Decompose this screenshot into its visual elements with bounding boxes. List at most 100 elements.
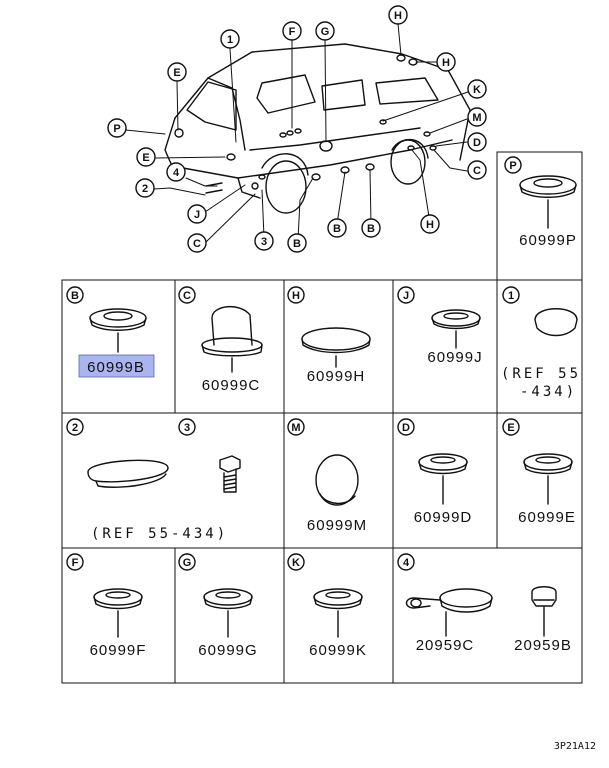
callout-g-circle xyxy=(315,21,335,41)
callout-k-label: K xyxy=(473,84,481,96)
callout-c-right-label: C xyxy=(473,165,481,177)
callout-j-circle xyxy=(187,204,207,224)
callout-m-circle xyxy=(467,107,487,127)
cell-h-marker xyxy=(287,286,305,304)
ref-note-2: (REF 55-434) xyxy=(91,526,228,542)
callout-g-label: G xyxy=(321,26,330,38)
cell-2-marker xyxy=(66,418,84,436)
part-number-20959b[interactable]: 20959B xyxy=(514,637,572,654)
callout-d-circle xyxy=(467,132,487,152)
callout-h-top2-circle xyxy=(436,52,456,72)
callout-m-label: M xyxy=(472,112,481,124)
callout-f-circle xyxy=(282,21,302,41)
grommet-60999j-drawing xyxy=(431,309,481,349)
cell-d-marker xyxy=(397,418,415,436)
callout-e-mid-label: E xyxy=(142,152,149,164)
callout-f-label: F xyxy=(289,26,296,38)
callout-d-label: D xyxy=(473,137,481,149)
cell-m-marker-label: M xyxy=(291,422,300,434)
cell-j-marker xyxy=(397,286,415,304)
plug-2-drawing xyxy=(87,459,169,488)
callout-e-top-circle xyxy=(167,62,187,82)
part-number-60999m[interactable]: 60999M xyxy=(307,517,367,534)
callout-3-circle xyxy=(254,231,274,251)
part-number-60999p[interactable]: 60999P xyxy=(519,232,577,249)
cell-g-marker-label: G xyxy=(183,557,192,569)
cell-3-marker-label: 3 xyxy=(184,422,190,434)
ref-note-1-line1: (REF 55 xyxy=(501,366,581,382)
part-number-60999k[interactable]: 60999K xyxy=(309,642,367,659)
plug-60999h-drawing xyxy=(301,327,371,368)
plug-60999m-drawing xyxy=(315,454,359,506)
part-number-60999j[interactable]: 60999J xyxy=(427,349,482,366)
cap-60999c-drawing xyxy=(201,306,263,373)
cell-1-marker-label: 1 xyxy=(508,290,514,302)
cell-h-marker-label: H xyxy=(292,290,300,302)
cell-c-marker xyxy=(178,286,196,304)
part-number-60999f[interactable]: 60999F xyxy=(90,642,147,659)
cell-f-marker-label: F xyxy=(72,557,79,569)
callout-h-top2-label: H xyxy=(442,57,450,69)
bolt-3-drawing xyxy=(219,455,241,493)
cell-m-marker xyxy=(287,418,305,436)
grommet-60999d-drawing xyxy=(418,453,468,505)
callout-2-circle xyxy=(135,178,155,198)
cell-k-marker-label: K xyxy=(292,557,300,569)
cell-d-marker-label: D xyxy=(402,422,410,434)
callout-h-top-label: H xyxy=(394,10,402,22)
part-number-60999h[interactable]: 60999H xyxy=(307,368,366,385)
cell-g-marker xyxy=(178,553,196,571)
grommet-60999k-drawing xyxy=(313,588,363,638)
part-number-60999g[interactable]: 60999G xyxy=(198,642,257,659)
diagram-code: 3P21A12 xyxy=(554,741,596,752)
grommet-60999f-drawing xyxy=(93,588,143,638)
plug-1-drawing xyxy=(534,308,578,337)
plug-20959b-drawing xyxy=(531,586,557,637)
callout-c-left-label: C xyxy=(193,238,201,250)
callout-4-label: 4 xyxy=(173,167,180,179)
leader-lines xyxy=(125,23,469,244)
cell-1-marker xyxy=(502,286,520,304)
grommet-60999g-drawing xyxy=(203,588,253,638)
callout-4-circle xyxy=(166,162,186,182)
callout-c-right-circle xyxy=(467,160,487,180)
cell-c-marker-label: C xyxy=(183,290,191,302)
part-number-60999e[interactable]: 60999E xyxy=(518,509,576,526)
grommet-60999p-drawing xyxy=(519,175,577,229)
callout-e-top-label: E xyxy=(173,67,180,79)
cell-b-marker-label: B xyxy=(71,290,79,302)
cell-e-marker xyxy=(502,418,520,436)
selected-part-highlight xyxy=(78,354,155,378)
callout-1-circle xyxy=(220,29,240,49)
cell-b-marker xyxy=(66,286,84,304)
cell-p-marker-label: P xyxy=(509,160,516,172)
callout-1-label: 1 xyxy=(227,34,233,46)
van-illustration xyxy=(164,43,471,214)
cell-3-marker xyxy=(178,418,196,436)
callout-b-2-circle xyxy=(361,218,381,238)
cell-e-marker-label: E xyxy=(507,422,514,434)
callout-c-left-circle xyxy=(187,233,207,253)
callout-b-3-label: B xyxy=(293,238,301,250)
callout-k-circle xyxy=(467,79,487,99)
callout-2-label: 2 xyxy=(142,183,148,195)
part-number-60999d[interactable]: 60999D xyxy=(414,509,473,526)
callout-h-top-circle xyxy=(388,5,408,25)
callout-j-label: J xyxy=(194,209,200,221)
part-number-60999c[interactable]: 60999C xyxy=(202,377,261,394)
callout-e-mid-circle xyxy=(136,147,156,167)
cell-4-marker-label: 4 xyxy=(403,557,410,569)
grommet-60999e-drawing xyxy=(523,453,573,505)
part-number-60999b[interactable]: 60999B xyxy=(87,359,145,376)
part-number-20959c[interactable]: 20959C xyxy=(416,637,475,654)
cell-f-marker xyxy=(66,553,84,571)
parts-grid xyxy=(61,151,583,684)
callout-b-3-circle xyxy=(287,233,307,253)
callout-p-circle xyxy=(107,118,127,138)
callout-b-2-label: B xyxy=(367,223,375,235)
cell-2-marker-label: 2 xyxy=(72,422,78,434)
cell-j-marker-label: J xyxy=(403,290,409,302)
callout-b-1-label: B xyxy=(333,223,341,235)
callout-3-label: 3 xyxy=(261,236,267,248)
